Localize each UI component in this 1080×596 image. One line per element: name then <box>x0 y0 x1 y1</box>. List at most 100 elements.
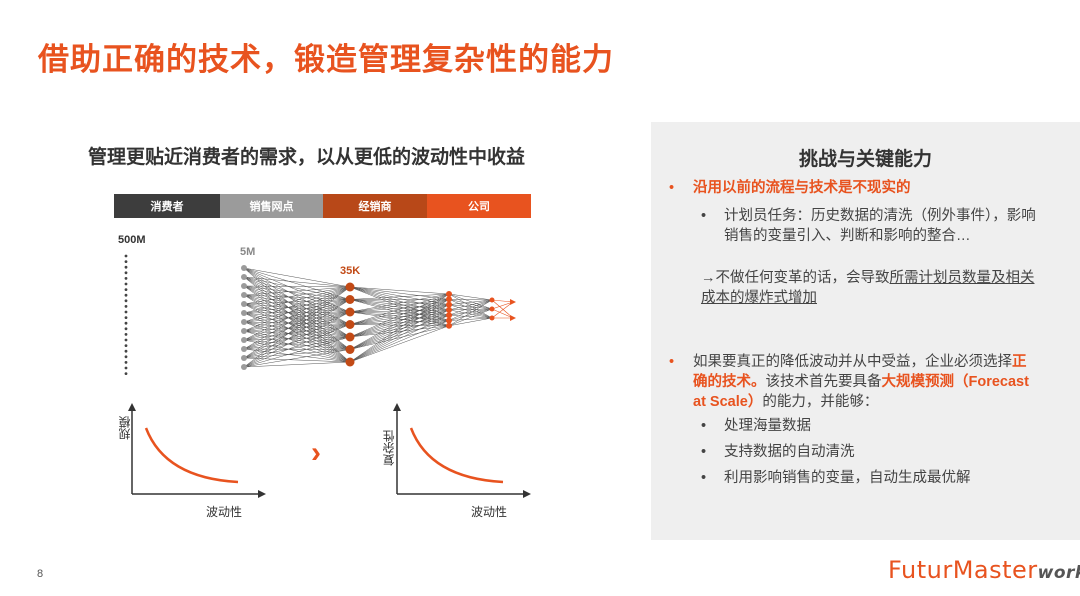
consumer-dot <box>124 327 128 331</box>
network-link <box>243 311 351 350</box>
network-link <box>243 336 351 359</box>
network-link <box>448 317 493 321</box>
chart-complexity-vs-volatility <box>393 403 531 498</box>
chart-scale-vs-volatility <box>128 403 266 498</box>
network-link <box>243 299 351 350</box>
sub-bullet-dot: • <box>701 208 707 224</box>
network-link <box>243 286 351 332</box>
network-link <box>243 349 351 359</box>
network-link <box>243 361 351 368</box>
consumer-dot <box>124 305 128 308</box>
distributor-node <box>345 357 355 367</box>
bullet2-highlight3: （Forecast at Scale） <box>693 374 1029 410</box>
network-link <box>448 304 493 319</box>
left-heading: 管理更贴近消费者的需求，以从更低的波动性中收益 <box>88 147 526 168</box>
network-link <box>448 308 493 321</box>
network-link <box>349 293 450 350</box>
company-node <box>489 297 495 303</box>
network-link <box>448 299 493 311</box>
network-link <box>448 314 493 319</box>
network-link <box>349 325 450 363</box>
label-500m: 500M <box>118 234 146 246</box>
company-node <box>446 301 452 308</box>
network-link <box>243 286 351 359</box>
network-link <box>349 293 450 338</box>
bullet1-arrow-underlined: 所需计划员数量及相关成本的爆炸式增加 <box>701 270 1035 306</box>
network-link <box>243 312 351 350</box>
futurmaster-logo: FuturMasterworks <box>888 556 1080 584</box>
company-node <box>446 312 452 319</box>
capability-item: 利用影响销售的变量，自动生成最优解 <box>724 470 971 486</box>
consumer-dot <box>124 333 128 336</box>
distributor-node <box>345 307 355 317</box>
network-link <box>243 276 351 288</box>
capability-item: 支持数据的自动清洗 <box>724 444 855 460</box>
network-link <box>243 311 351 323</box>
bullet2-part3: 的能力，并能够： <box>762 394 879 410</box>
consumer-dot <box>124 277 128 280</box>
network-link <box>349 314 450 350</box>
consumer-dot <box>124 321 128 325</box>
page-number: 8 <box>37 568 44 580</box>
network-link <box>491 308 514 319</box>
consumer-dot <box>124 293 128 297</box>
bar-segment-outlet: 销售网点 <box>220 194 323 218</box>
bullet2-part1: 如果要真正的降低波动并从中受益，企业必须选择 <box>693 354 1012 370</box>
network-link <box>243 312 351 363</box>
company-node <box>489 306 495 312</box>
network-link <box>243 312 351 325</box>
network-link <box>448 299 493 321</box>
network-link <box>243 299 351 332</box>
network-link <box>243 348 351 363</box>
consumer-dot <box>124 338 128 342</box>
network-link <box>243 330 351 338</box>
outlet-node <box>241 364 247 370</box>
network-link <box>448 293 493 301</box>
chart1-ylabel: 规模 <box>118 416 132 440</box>
sub-bullet-dot: • <box>701 470 707 486</box>
network-link <box>243 299 351 359</box>
network-link <box>349 314 450 363</box>
consumer-dot <box>124 366 128 370</box>
outlet-node <box>241 274 247 280</box>
distributor-node <box>345 345 355 354</box>
network-link <box>349 293 450 300</box>
network-link <box>448 317 493 327</box>
sub-bullet-dot: • <box>701 418 707 434</box>
network-link <box>349 325 450 350</box>
network-link <box>349 299 450 350</box>
outlet-node <box>241 301 247 307</box>
bar-segment-distributor: 经销商 <box>323 194 427 218</box>
consumer-dot <box>124 316 128 319</box>
network-link <box>243 286 351 296</box>
company-node <box>446 306 452 313</box>
network-link <box>491 299 514 319</box>
arrow-node <box>510 299 516 305</box>
network-link <box>448 299 493 301</box>
network-link <box>243 357 351 363</box>
distributor-node <box>345 282 355 292</box>
chart2-xlabel: 波动性 <box>471 505 508 519</box>
label-35k: 35K <box>340 265 361 277</box>
bullet1-arrow-pre: →不做任何变革的话，会导致 <box>701 270 890 286</box>
network-link <box>448 293 493 319</box>
company-node <box>446 322 452 329</box>
chart2-y-arrow <box>393 403 401 411</box>
company-node <box>446 317 452 324</box>
network-link <box>243 339 351 363</box>
bullet1-sub: 计划员任务：历史数据的清洗（例外事件），影响销售的变量引入、判断和影响的整合… <box>724 208 1036 244</box>
company-node <box>446 291 452 297</box>
consumer-dot <box>124 271 128 275</box>
company-node <box>489 315 495 321</box>
network-link <box>243 336 351 341</box>
network-link <box>349 286 450 295</box>
network-link <box>448 299 493 305</box>
network-link <box>243 311 351 341</box>
network-link <box>243 321 351 338</box>
supply-chain-bar: 消费者 销售网点 经销商 公司 <box>114 194 531 218</box>
network-link <box>243 339 351 350</box>
network-link <box>243 311 351 368</box>
network-link <box>349 304 450 363</box>
arrow-node <box>510 315 516 321</box>
